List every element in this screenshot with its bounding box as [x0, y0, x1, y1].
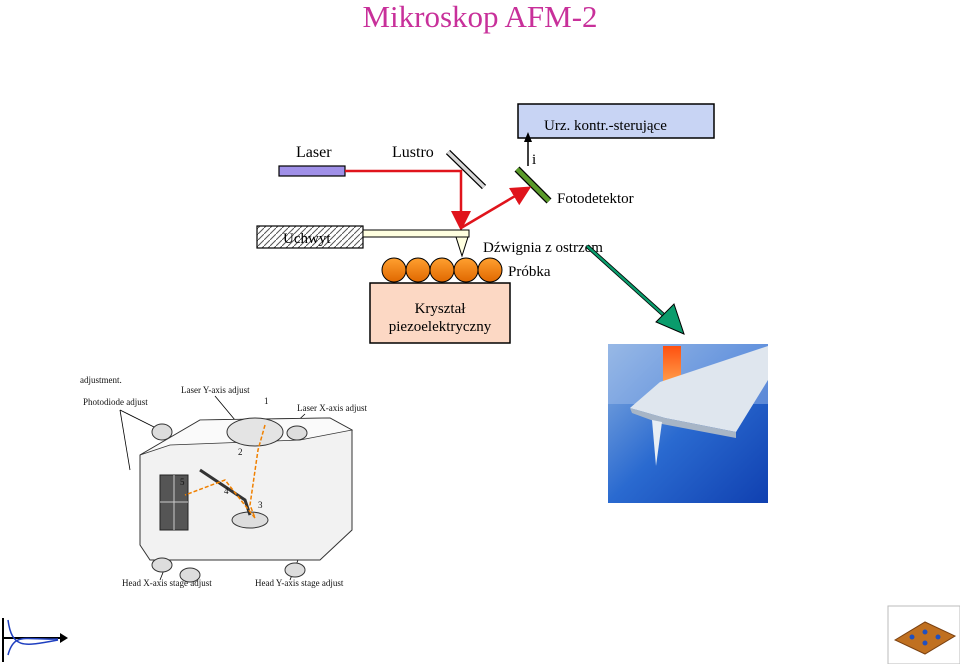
photo-head-y-label: Head Y-axis stage adjust	[255, 578, 344, 588]
photo-num-3: 3	[258, 500, 263, 510]
signal-label: i	[532, 152, 536, 168]
signal-arrow-icon	[524, 132, 532, 142]
sample-label: Próbka	[508, 264, 551, 280]
photo-photodiode-label: Photodiode adjust	[83, 397, 148, 407]
cantilever	[362, 229, 470, 238]
photo-num-2: 2	[238, 447, 243, 457]
controller-box	[517, 103, 715, 139]
photo-num-4: 4	[224, 486, 229, 496]
corner-logo-icon	[2, 618, 68, 662]
sample	[381, 257, 503, 283]
photo-num-5: 5	[180, 477, 185, 487]
cantilever-label: Dźwignia z ostrzem	[483, 240, 603, 256]
photo-laser-x-label: Laser X-axis adjust	[297, 403, 367, 413]
holder-label: Uchwyt	[283, 231, 331, 247]
cantilever-tip	[455, 236, 469, 258]
crystal-label-line2: piezoelektryczny	[389, 319, 492, 335]
photo-partial-label: adjustment.	[80, 375, 122, 385]
photo-laser-y-label: Laser Y-axis adjust	[181, 385, 250, 395]
pointer-arrow	[585, 244, 685, 335]
photodetector	[514, 166, 552, 204]
piezo-crystal	[369, 282, 511, 344]
cantilever-photo	[608, 344, 768, 503]
photo-num-1: 1	[264, 396, 269, 406]
surface-3d-icon	[887, 605, 960, 664]
laser-label: Laser	[296, 144, 332, 161]
crystal-label-line1: Kryształ	[415, 301, 467, 317]
mirror	[445, 149, 487, 190]
photo-head-x-label: Head X-axis stage adjust	[122, 578, 212, 588]
mirror-label: Lustro	[392, 144, 434, 161]
controller-label: Urz. kontr.-sterujące	[544, 118, 667, 134]
reflected-beam	[460, 186, 532, 230]
afm-head-photo: adjustment. Laser Y-axis adjust Photodio…	[79, 375, 382, 594]
laser-beam	[345, 169, 471, 231]
page-title: Mikroskop AFM-2	[362, 0, 598, 34]
photodetector-label: Fotodetektor	[557, 191, 634, 207]
laser-body	[278, 165, 346, 177]
